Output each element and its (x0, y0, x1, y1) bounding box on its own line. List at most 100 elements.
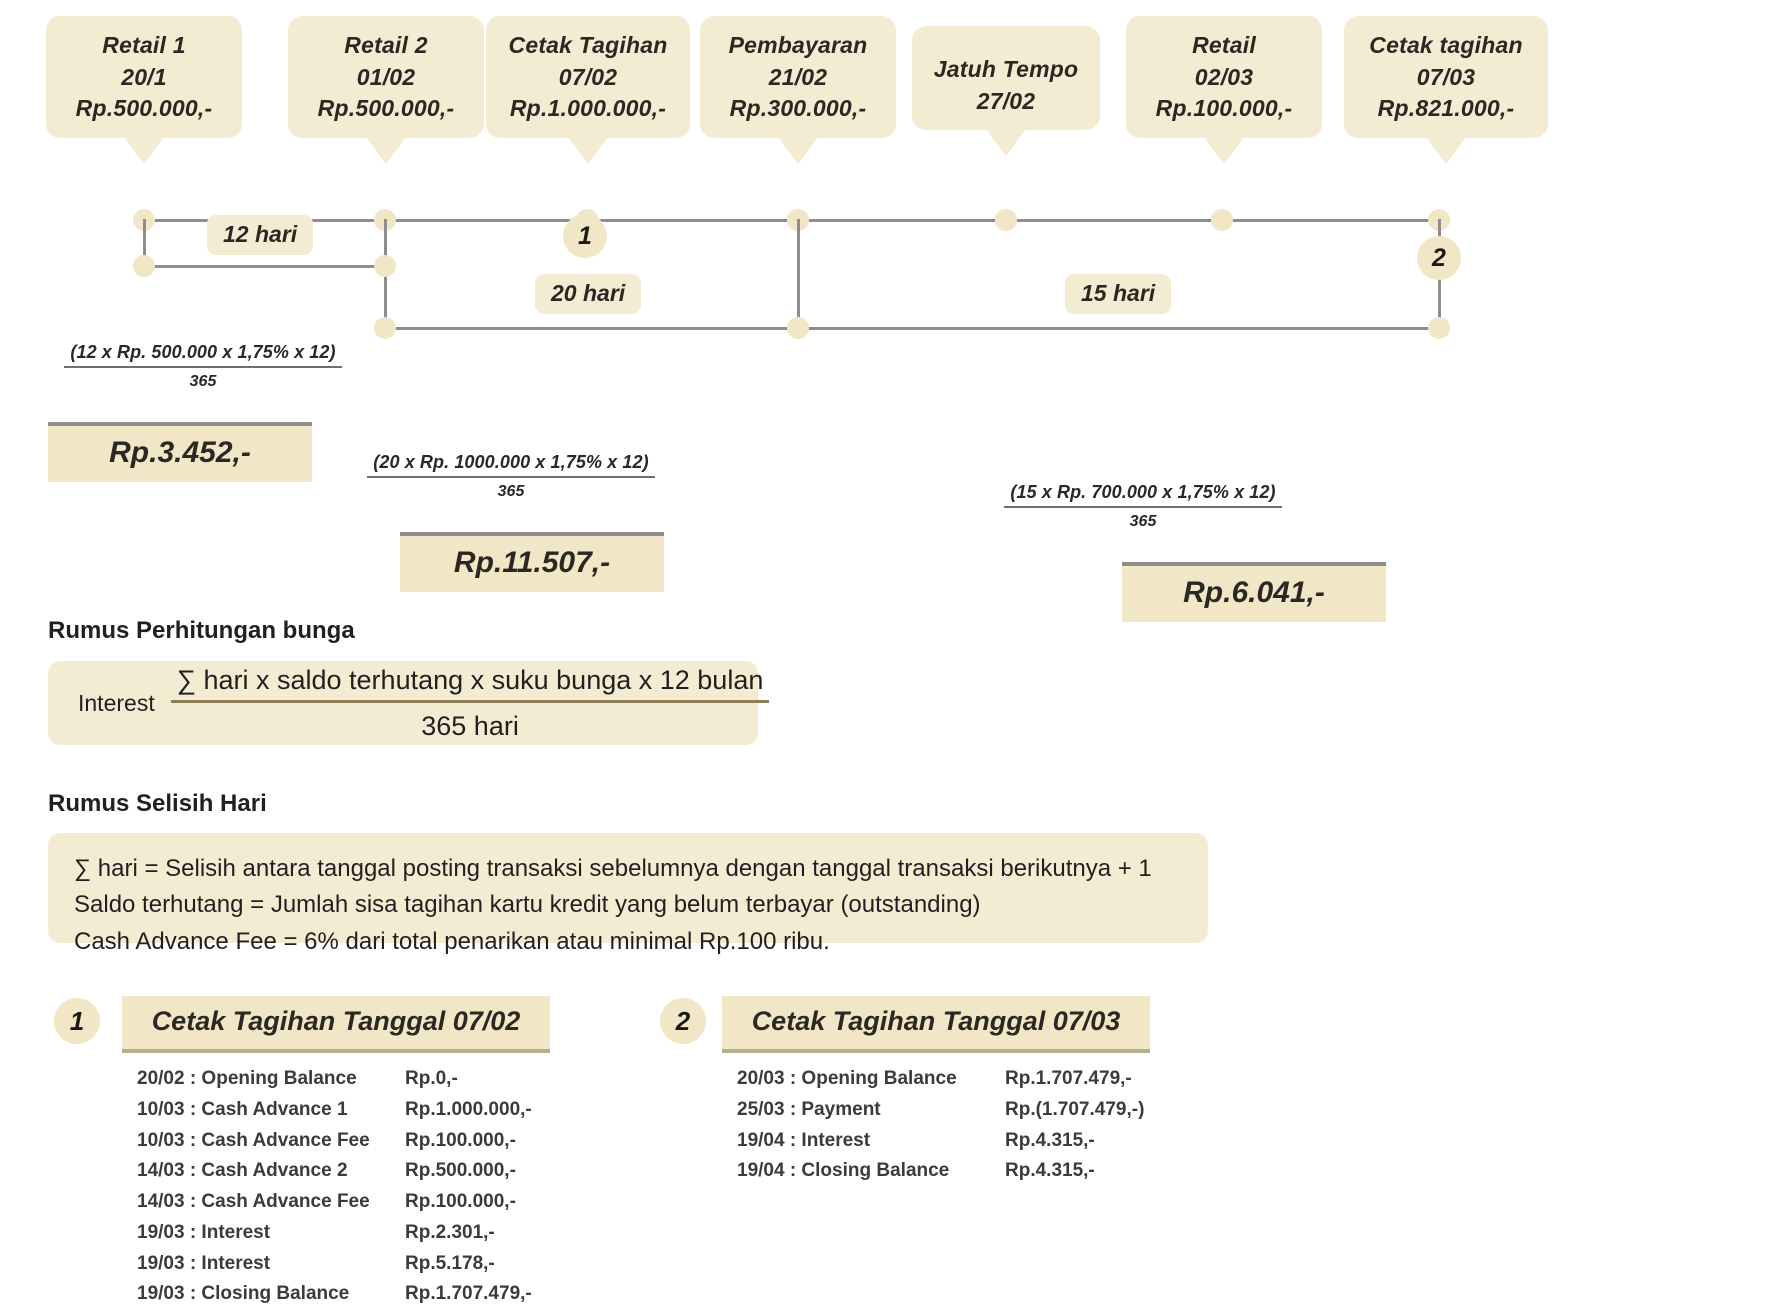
timeline-callout-retail-2: Retail 2 01/02 Rp.500.000,- (288, 16, 484, 164)
statement-row-label: 19/03 : Interest (137, 1221, 271, 1243)
timeline-node-span3-start (787, 317, 809, 339)
callout-amount: Rp.100.000,- (1155, 95, 1293, 122)
timeline-marker-1: 1 (563, 214, 607, 258)
calculation-2-result: Rp.11.507,- (400, 532, 664, 592)
statement-row: 14/03 : Cash Advance Fee Rp.100.000,- (137, 1187, 645, 1218)
statement-row-value: Rp.4.315,- (1005, 1129, 1095, 1151)
callout-tail-icon (366, 137, 406, 164)
timeline-marker-2: 2 (1417, 236, 1461, 280)
statement-row-value: Rp.100.000,- (405, 1191, 516, 1213)
timeline-node-span3-end (1428, 317, 1450, 339)
statement-row-label: 20/02 : Opening Balance (137, 1068, 357, 1089)
timeline-span-label-15-hari: 15 hari (1065, 274, 1172, 314)
callout-tail-icon (986, 129, 1026, 156)
day-difference-line-2: Saldo terhutang = Jumlah sisa tagihan ka… (74, 891, 981, 919)
callout-date: 01/02 (356, 63, 416, 90)
statement-row: 19/03 : Closing Balance Rp.1.707.479,- (137, 1279, 645, 1310)
timeline-drop-pembayaran (797, 219, 800, 337)
statement-row-label: 14/03 : Cash Advance 2 (137, 1160, 348, 1182)
statement-row: 19/04 : Interest Rp.4.315,- (737, 1126, 1245, 1157)
timeline-span-label-20-hari: 20 hari (535, 274, 642, 314)
timeline-drop-retail-1 (143, 219, 146, 274)
callout-tail-icon (1204, 137, 1244, 164)
day-difference-line-1: ∑ hari = Selisih antara tanggal posting … (74, 855, 1152, 882)
day-difference-line-3: Cash Advance Fee = 6% dari total penarik… (74, 927, 830, 955)
calculation-1-numerator: (12 x Rp. 500.000 x 1,75% x 12) (64, 342, 342, 368)
statement-row-value: Rp.1.707.479,- (405, 1283, 532, 1305)
callout-tail-icon (1426, 137, 1466, 164)
calculation-2-fraction: (20 x Rp. 1000.000 x 1,75% x 12) 365 (352, 452, 670, 501)
calculation-2-numerator: (20 x Rp. 1000.000 x 1,75% x 12) (367, 452, 655, 478)
callout-amount: Rp.1.000.000,- (509, 95, 667, 122)
callout-title: Pembayaran (728, 32, 868, 58)
callout-title: Retail (1192, 32, 1256, 58)
callout-title: Cetak tagihan (1369, 32, 1523, 58)
timeline-callout-pembayaran: Pembayaran 21/02 Rp.300.000,- (700, 16, 896, 164)
callout-amount: Rp.500.000,- (317, 95, 455, 122)
calculation-1-result: Rp.3.452,- (48, 422, 312, 482)
statement-row: 19/04 : Closing Balance Rp.4.315,- (737, 1156, 1245, 1187)
timeline-drop-retail-2 (384, 219, 387, 337)
statement-row-value: Rp.4.315,- (1005, 1160, 1095, 1182)
timeline-node-span1-start (133, 255, 155, 277)
callout-title: Retail 2 (344, 32, 428, 58)
interest-formula-numerator: ∑ hari x saldo terhutang x suku bunga x … (170, 665, 770, 703)
statement-1-rows: 20/02 : Opening Balance Rp.0,- 10/03 : C… (137, 1064, 645, 1310)
timeline-callout-cetak-tagihan-0702: Cetak Tagihan 07/02 Rp.1.000.000,- (486, 16, 690, 164)
callout-title: Cetak Tagihan (508, 32, 668, 58)
timeline-span-label-12-hari: 12 hari (207, 215, 314, 255)
timeline-callout-retail-0203: Retail 02/03 Rp.100.000,- (1126, 16, 1322, 164)
interest-formula-label: Interest (78, 689, 155, 716)
statement-row-label: 19/04 : Closing Balance (737, 1160, 950, 1182)
statement-row-label: 10/03 : Cash Advance Fee (137, 1129, 370, 1151)
statement-row: 14/03 : Cash Advance 2 Rp.500.000,- (137, 1156, 645, 1187)
callout-date: 27/02 (976, 87, 1036, 114)
callout-date: 20/1 (121, 63, 167, 90)
callout-date: 07/02 (558, 63, 618, 90)
statement-2-rows: 20/03 : Opening Balance Rp.1.707.479,- 2… (737, 1064, 1245, 1187)
statement-row-value: Rp.5.178,- (405, 1252, 495, 1274)
statement-row-value: Rp.2.301,- (405, 1221, 495, 1243)
statement-row-value: Rp.100.000,- (405, 1129, 516, 1151)
day-difference-heading: Rumus Selisih Hari (48, 790, 267, 817)
timeline-node-jatuh-tempo (995, 209, 1017, 231)
calculation-1-denominator: 365 (189, 373, 217, 390)
statement-row-label: 19/04 : Interest (737, 1129, 871, 1151)
timeline-node-span2-start (374, 317, 396, 339)
callout-tail-icon (778, 137, 818, 164)
statement-row: 20/03 : Opening Balance Rp.1.707.479,- (737, 1064, 1245, 1095)
calculation-3-numerator: (15 x Rp. 700.000 x 1,75% x 12) (1004, 482, 1282, 508)
interest-formula-fraction: ∑ hari x saldo terhutang x suku bunga x … (170, 665, 770, 742)
statement-row-label: 10/03 : Cash Advance 1 (137, 1098, 348, 1120)
calculation-3-result: Rp.6.041,- (1122, 562, 1386, 622)
timeline-span-line-15-hari (797, 327, 1441, 330)
statement-row: 19/03 : Interest Rp.2.301,- (137, 1218, 645, 1249)
statement-row-label: 25/03 : Payment (737, 1098, 881, 1120)
interest-formula-box: Interest ∑ hari x saldo terhutang x suku… (48, 661, 770, 745)
statement-row-value: Rp.(1.707.479,-) (1005, 1098, 1145, 1120)
timeline-callout-retail-1: Retail 1 20/1 Rp.500.000,- (46, 16, 242, 164)
statement-row-value: Rp.1.000.000,- (405, 1098, 532, 1120)
statement-row: 25/03 : Payment Rp.(1.707.479,-) (737, 1095, 1245, 1126)
interest-formula-denominator: 365 hari (421, 710, 519, 741)
statement-row-value: Rp.0,- (405, 1068, 458, 1089)
callout-amount: Rp.500.000,- (75, 95, 213, 122)
calculation-3-denominator: 365 (1129, 513, 1157, 530)
callout-title: Retail 1 (102, 32, 186, 58)
timeline-node-span1-end (374, 255, 396, 277)
statement-row-label: 20/03 : Opening Balance (737, 1068, 957, 1089)
calculation-1-fraction: (12 x Rp. 500.000 x 1,75% x 12) 365 (48, 342, 358, 391)
timeline-callout-cetak-tagihan-0703: Cetak tagihan 07/03 Rp.821.000,- (1344, 16, 1548, 164)
callout-title: Jatuh Tempo (933, 56, 1079, 82)
statement-row: 20/02 : Opening Balance Rp.0,- (137, 1064, 645, 1095)
statement-row: 10/03 : Cash Advance Fee Rp.100.000,- (137, 1126, 645, 1157)
timeline-span-line-12-hari (144, 265, 386, 268)
timeline-span-line-20-hari (384, 327, 800, 330)
statement-row-label: 19/03 : Closing Balance (137, 1283, 350, 1305)
callout-date: 02/03 (1194, 63, 1254, 90)
callout-tail-icon (568, 137, 608, 164)
statement-row-value: Rp.500.000,- (405, 1160, 516, 1182)
calculation-2-denominator: 365 (497, 483, 525, 500)
day-difference-box: ∑ hari = Selisih antara tanggal posting … (48, 833, 1208, 955)
